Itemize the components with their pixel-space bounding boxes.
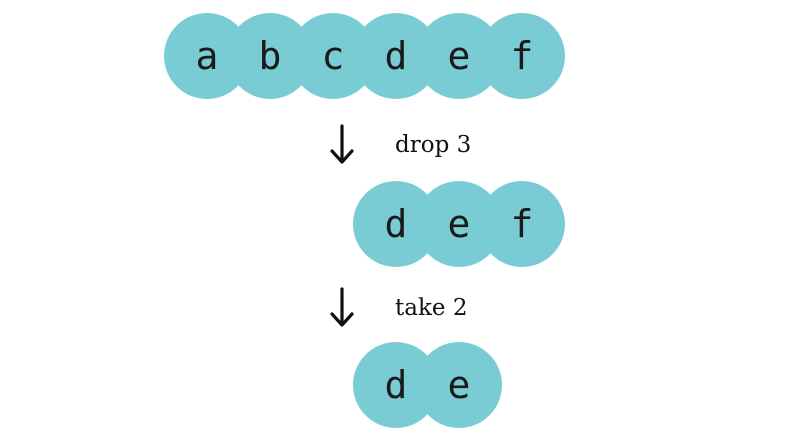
- operation-take: take 2: [327, 286, 467, 330]
- sequence-row-after-drop: d e f: [353, 181, 566, 267]
- sequence-row-initial: a b c d e f: [164, 13, 566, 99]
- arrow-down-icon: [330, 124, 354, 164]
- sequence-element: b: [227, 13, 313, 99]
- operation-drop: drop 3: [327, 123, 471, 167]
- sequence-element: e: [416, 342, 502, 428]
- sequence-row-after-take: d e: [353, 342, 503, 428]
- operation-label: drop 3: [395, 132, 472, 158]
- sequence-element: f: [479, 181, 565, 267]
- operation-label: take 2: [395, 295, 468, 321]
- sequence-element: f: [479, 13, 565, 99]
- arrow-down-icon: [330, 287, 354, 327]
